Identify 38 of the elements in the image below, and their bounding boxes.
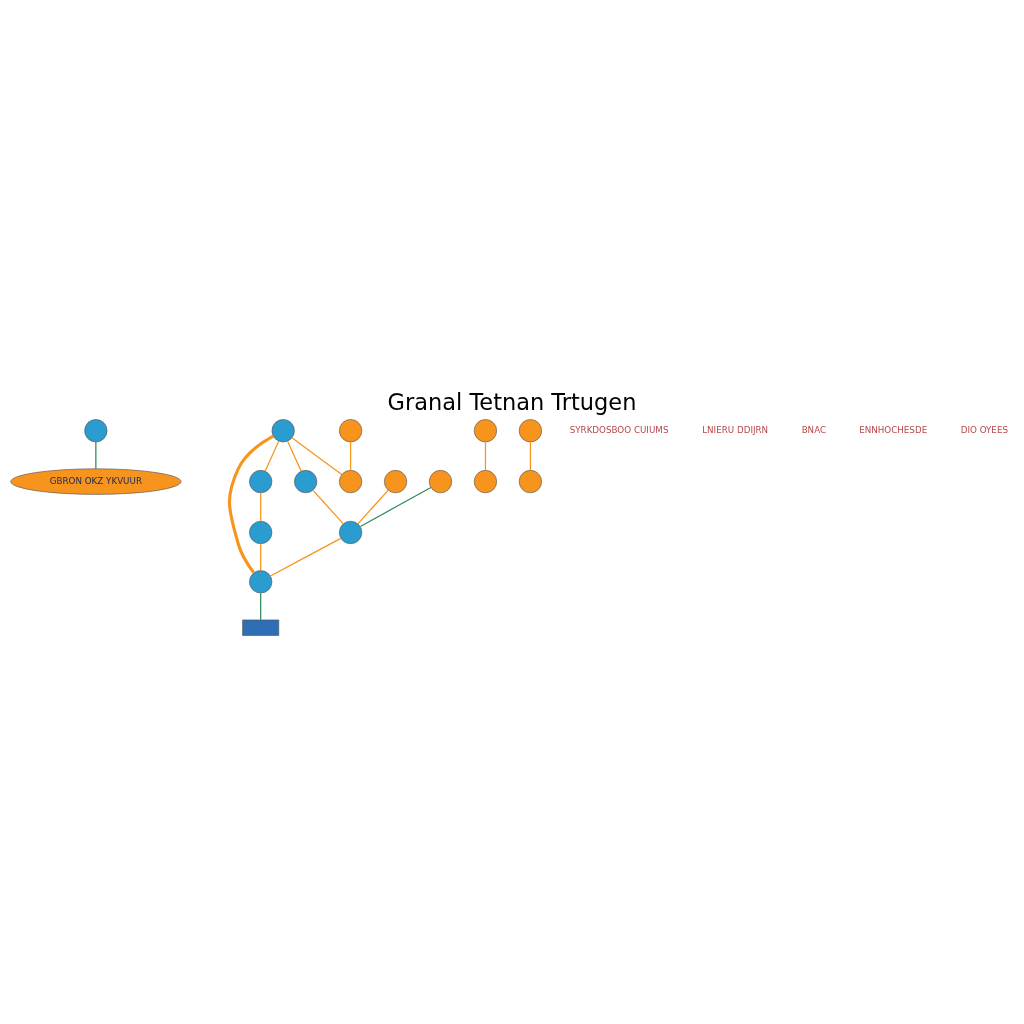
connector: [359, 486, 432, 527]
node-circle: [473, 469, 497, 493]
connector: [349, 440, 352, 471]
node-box: [242, 619, 280, 636]
connector: [529, 440, 532, 471]
label: LNIERU DDIJRN: [702, 424, 769, 435]
node-circle: [339, 469, 363, 493]
node-circle: [384, 469, 408, 493]
label: BNAC: [801, 424, 827, 435]
connector: [260, 491, 262, 522]
node-circle: [518, 469, 542, 493]
label: SYRKDOSBOO CUIUMS: [569, 424, 669, 435]
node-circle: [271, 418, 295, 442]
diagram-title: Granal Tetnan Trtugen: [387, 388, 637, 415]
connector: [264, 440, 280, 472]
connector: [291, 436, 343, 475]
connector: [260, 542, 262, 571]
label: ENNHOCHESDE: [859, 424, 928, 435]
node-circle: [473, 418, 497, 442]
node-ellipse: GBRON OKZ YKVUUR: [10, 468, 182, 495]
connector: [95, 440, 97, 469]
node-circle: [84, 418, 108, 442]
node-circle: [249, 520, 273, 544]
label: DIO OYEES: [960, 424, 1008, 435]
node-circle: [339, 520, 363, 544]
connector: [227, 434, 274, 573]
node-circle: [339, 418, 363, 442]
connector: [286, 440, 302, 472]
node-circle: [294, 469, 318, 493]
connector: [357, 489, 389, 524]
connector: [260, 592, 262, 620]
connector: [312, 489, 344, 524]
connector: [484, 440, 487, 471]
connector: [269, 537, 342, 577]
node-circle: [249, 569, 273, 593]
node-circle: [518, 418, 542, 442]
node-circle: [428, 469, 453, 493]
node-circle: [249, 469, 273, 493]
